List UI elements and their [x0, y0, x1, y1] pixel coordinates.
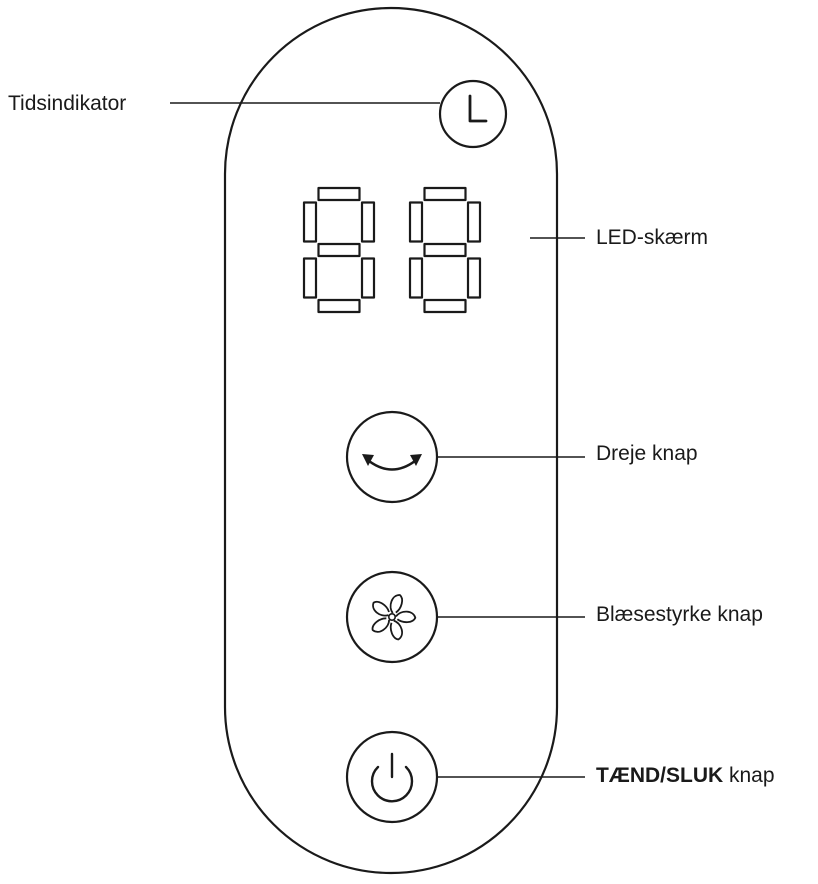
- led-segment: [317, 298, 361, 314]
- rotate-button-label: Dreje knap: [596, 442, 698, 465]
- led-segment: [408, 257, 424, 299]
- led-segment: [317, 186, 361, 202]
- led-segment: [360, 257, 376, 299]
- fan-blade: [395, 610, 417, 624]
- rotate-button[interactable]: [345, 410, 439, 504]
- timer-indicator-label: Tidsindikator: [8, 92, 127, 115]
- led-segment: [423, 186, 467, 202]
- fan-blade: [371, 617, 391, 633]
- rotate-arrows-icon: [362, 454, 422, 471]
- led-segment: [317, 242, 361, 258]
- power-icon: [370, 752, 414, 803]
- fan-blade: [372, 601, 390, 617]
- led-digit: [408, 186, 482, 314]
- fan-speed-button-label: Blæsestyrke knap: [596, 603, 763, 626]
- fan-blade: [389, 594, 403, 614]
- led-segment: [423, 298, 467, 314]
- power-label-bold: TÆND/SLUK: [596, 764, 724, 787]
- led-display: [302, 186, 482, 314]
- led-segment: [408, 201, 424, 243]
- led-segment: [302, 257, 318, 299]
- led-segment: [360, 201, 376, 243]
- power-button[interactable]: [345, 730, 439, 824]
- clock-icon: [438, 79, 508, 149]
- led-segment: [423, 242, 467, 258]
- led-segment: [302, 201, 318, 243]
- led-segment: [466, 201, 482, 243]
- power-button-label: TÆND/SLUK knap: [596, 764, 775, 788]
- fan-blade: [389, 619, 403, 641]
- power-label-suffix: knap: [723, 764, 775, 787]
- led-digit: [302, 186, 376, 314]
- fan-speed-button[interactable]: [345, 570, 439, 664]
- fan-icon: [371, 594, 417, 641]
- led-screen-label: LED-skærm: [596, 226, 709, 249]
- led-segment: [466, 257, 482, 299]
